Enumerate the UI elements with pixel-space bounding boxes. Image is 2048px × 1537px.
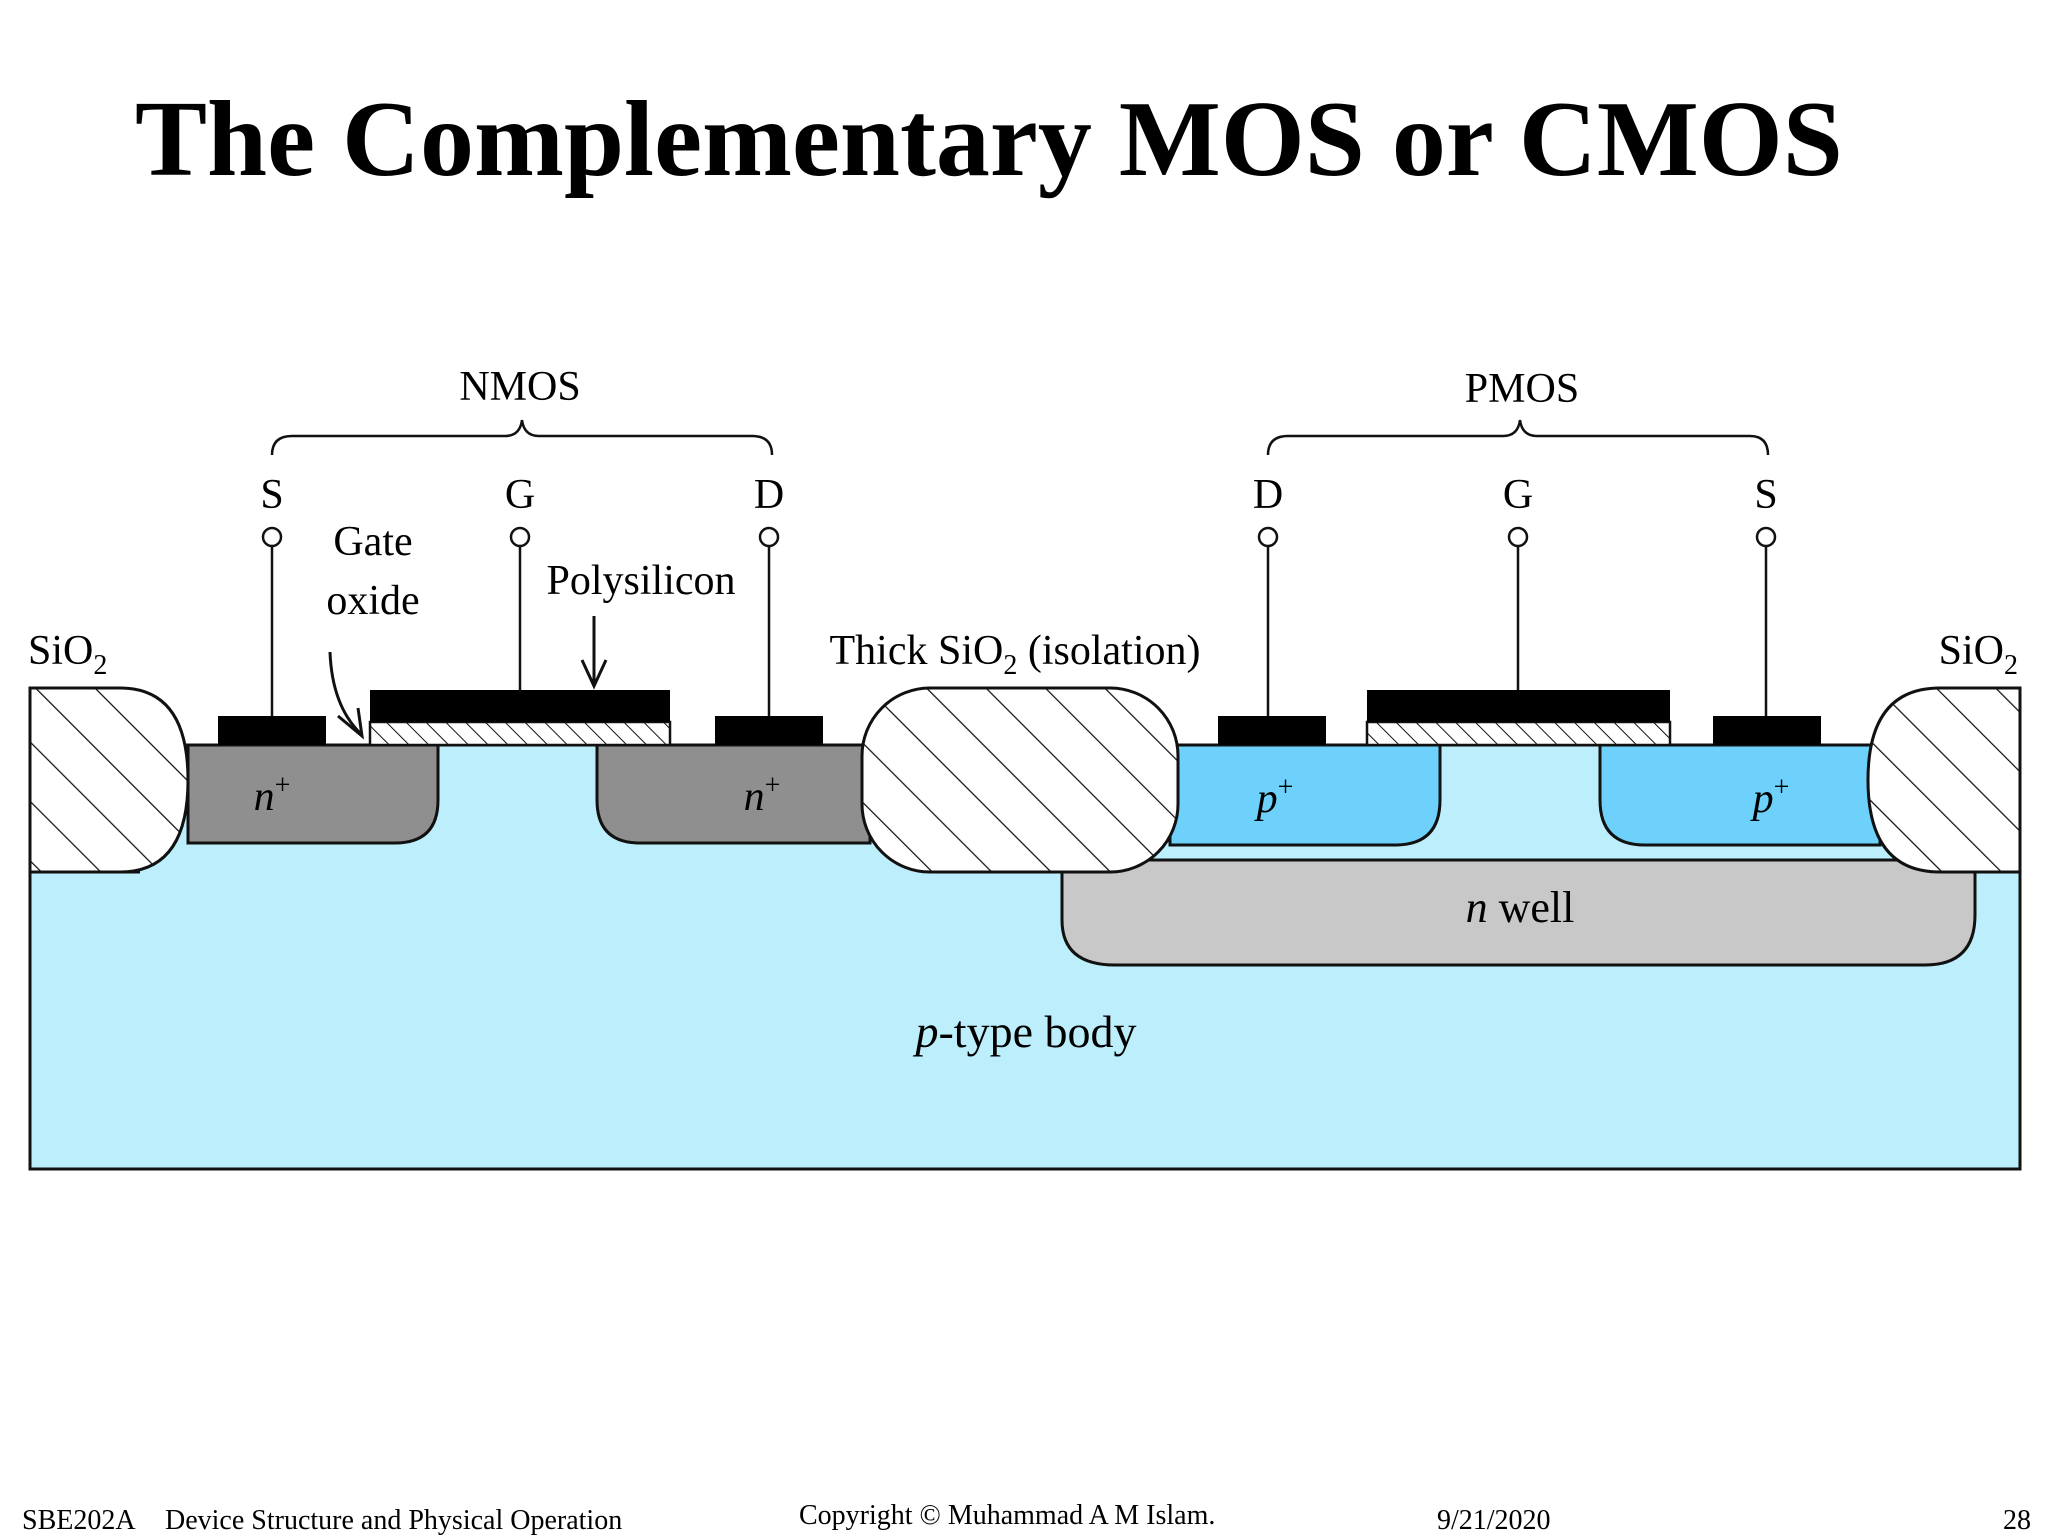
nmos-polysilicon-gate — [370, 690, 670, 722]
pmos-brace — [1266, 419, 1770, 456]
right-field-oxide — [1866, 686, 2022, 874]
pmos-gate-oxide — [1365, 720, 1672, 747]
nmos-drain-contact — [715, 716, 823, 745]
nmos-source-contact — [218, 716, 326, 745]
pmos-drain-contact — [1218, 716, 1326, 745]
left-field-oxide — [28, 686, 190, 874]
nmos-source-n-plus-label: n+ — [254, 770, 291, 820]
pmos-source-contact — [1713, 716, 1821, 745]
gate-oxide-arrow — [337, 707, 365, 740]
pmos-drain-p-plus-region — [1168, 743, 1442, 847]
pmos-s-label: S — [1754, 472, 1777, 518]
nmos-brace — [270, 419, 774, 456]
pmos-source-terminal — [1755, 526, 1777, 548]
center-isolation-oxide — [860, 686, 1180, 874]
footer-date: 9/21/2020 — [1437, 1505, 1551, 1536]
right-sio2-label: SiO2 — [1939, 628, 2018, 681]
nmos-source-n-plus-region — [186, 743, 440, 845]
nmos-label: NMOS — [459, 364, 580, 410]
slide-title: The Complementary MOS or CMOS — [135, 80, 1843, 199]
pmos-drain-p-plus-label: p+ — [1254, 772, 1294, 822]
footer-copyright: Copyright © Muhammad A M Islam. — [799, 1500, 1216, 1531]
gate-oxide-label-line1: Gate — [333, 519, 412, 565]
polysilicon-arrow — [580, 659, 608, 690]
polysilicon-label: Polysilicon — [546, 558, 735, 604]
pmos-gate-terminal — [1507, 526, 1529, 548]
nmos-s-label: S — [260, 472, 283, 518]
pmos-polysilicon-gate — [1367, 690, 1670, 722]
pmos-source-p-plus-region — [1598, 743, 1882, 847]
nmos-source-terminal — [261, 526, 283, 548]
nmos-drain-terminal — [758, 526, 780, 548]
nmos-d-label: D — [754, 472, 784, 518]
nmos-gate-terminal — [509, 526, 531, 548]
footer-course-code: SBE202A — [22, 1505, 136, 1536]
footer-page-number: 28 — [2003, 1505, 2031, 1536]
pmos-d-label: D — [1253, 472, 1283, 518]
pmos-label: PMOS — [1465, 366, 1579, 412]
footer-topic: Device Structure and Physical Operation — [165, 1505, 623, 1536]
nmos-drain-n-plus-region — [595, 743, 872, 845]
pmos-drain-terminal — [1257, 526, 1279, 548]
pmos-g-label: G — [1503, 472, 1533, 518]
left-sio2-label: SiO2 — [28, 628, 107, 681]
nmos-g-label: G — [505, 472, 535, 518]
n-well-label: n well — [1466, 883, 1575, 932]
n-well-region — [1060, 858, 1977, 967]
nmos-drain-n-plus-label: n+ — [744, 770, 781, 820]
gate-oxide-label-line2: oxide — [326, 578, 419, 624]
thick-sio2-isolation-label: Thick SiO2 (isolation) — [830, 628, 1201, 681]
p-type-body-label: p-type body — [912, 1006, 1136, 1057]
pmos-source-p-plus-label: p+ — [1750, 772, 1790, 822]
nmos-gate-oxide — [368, 720, 672, 747]
